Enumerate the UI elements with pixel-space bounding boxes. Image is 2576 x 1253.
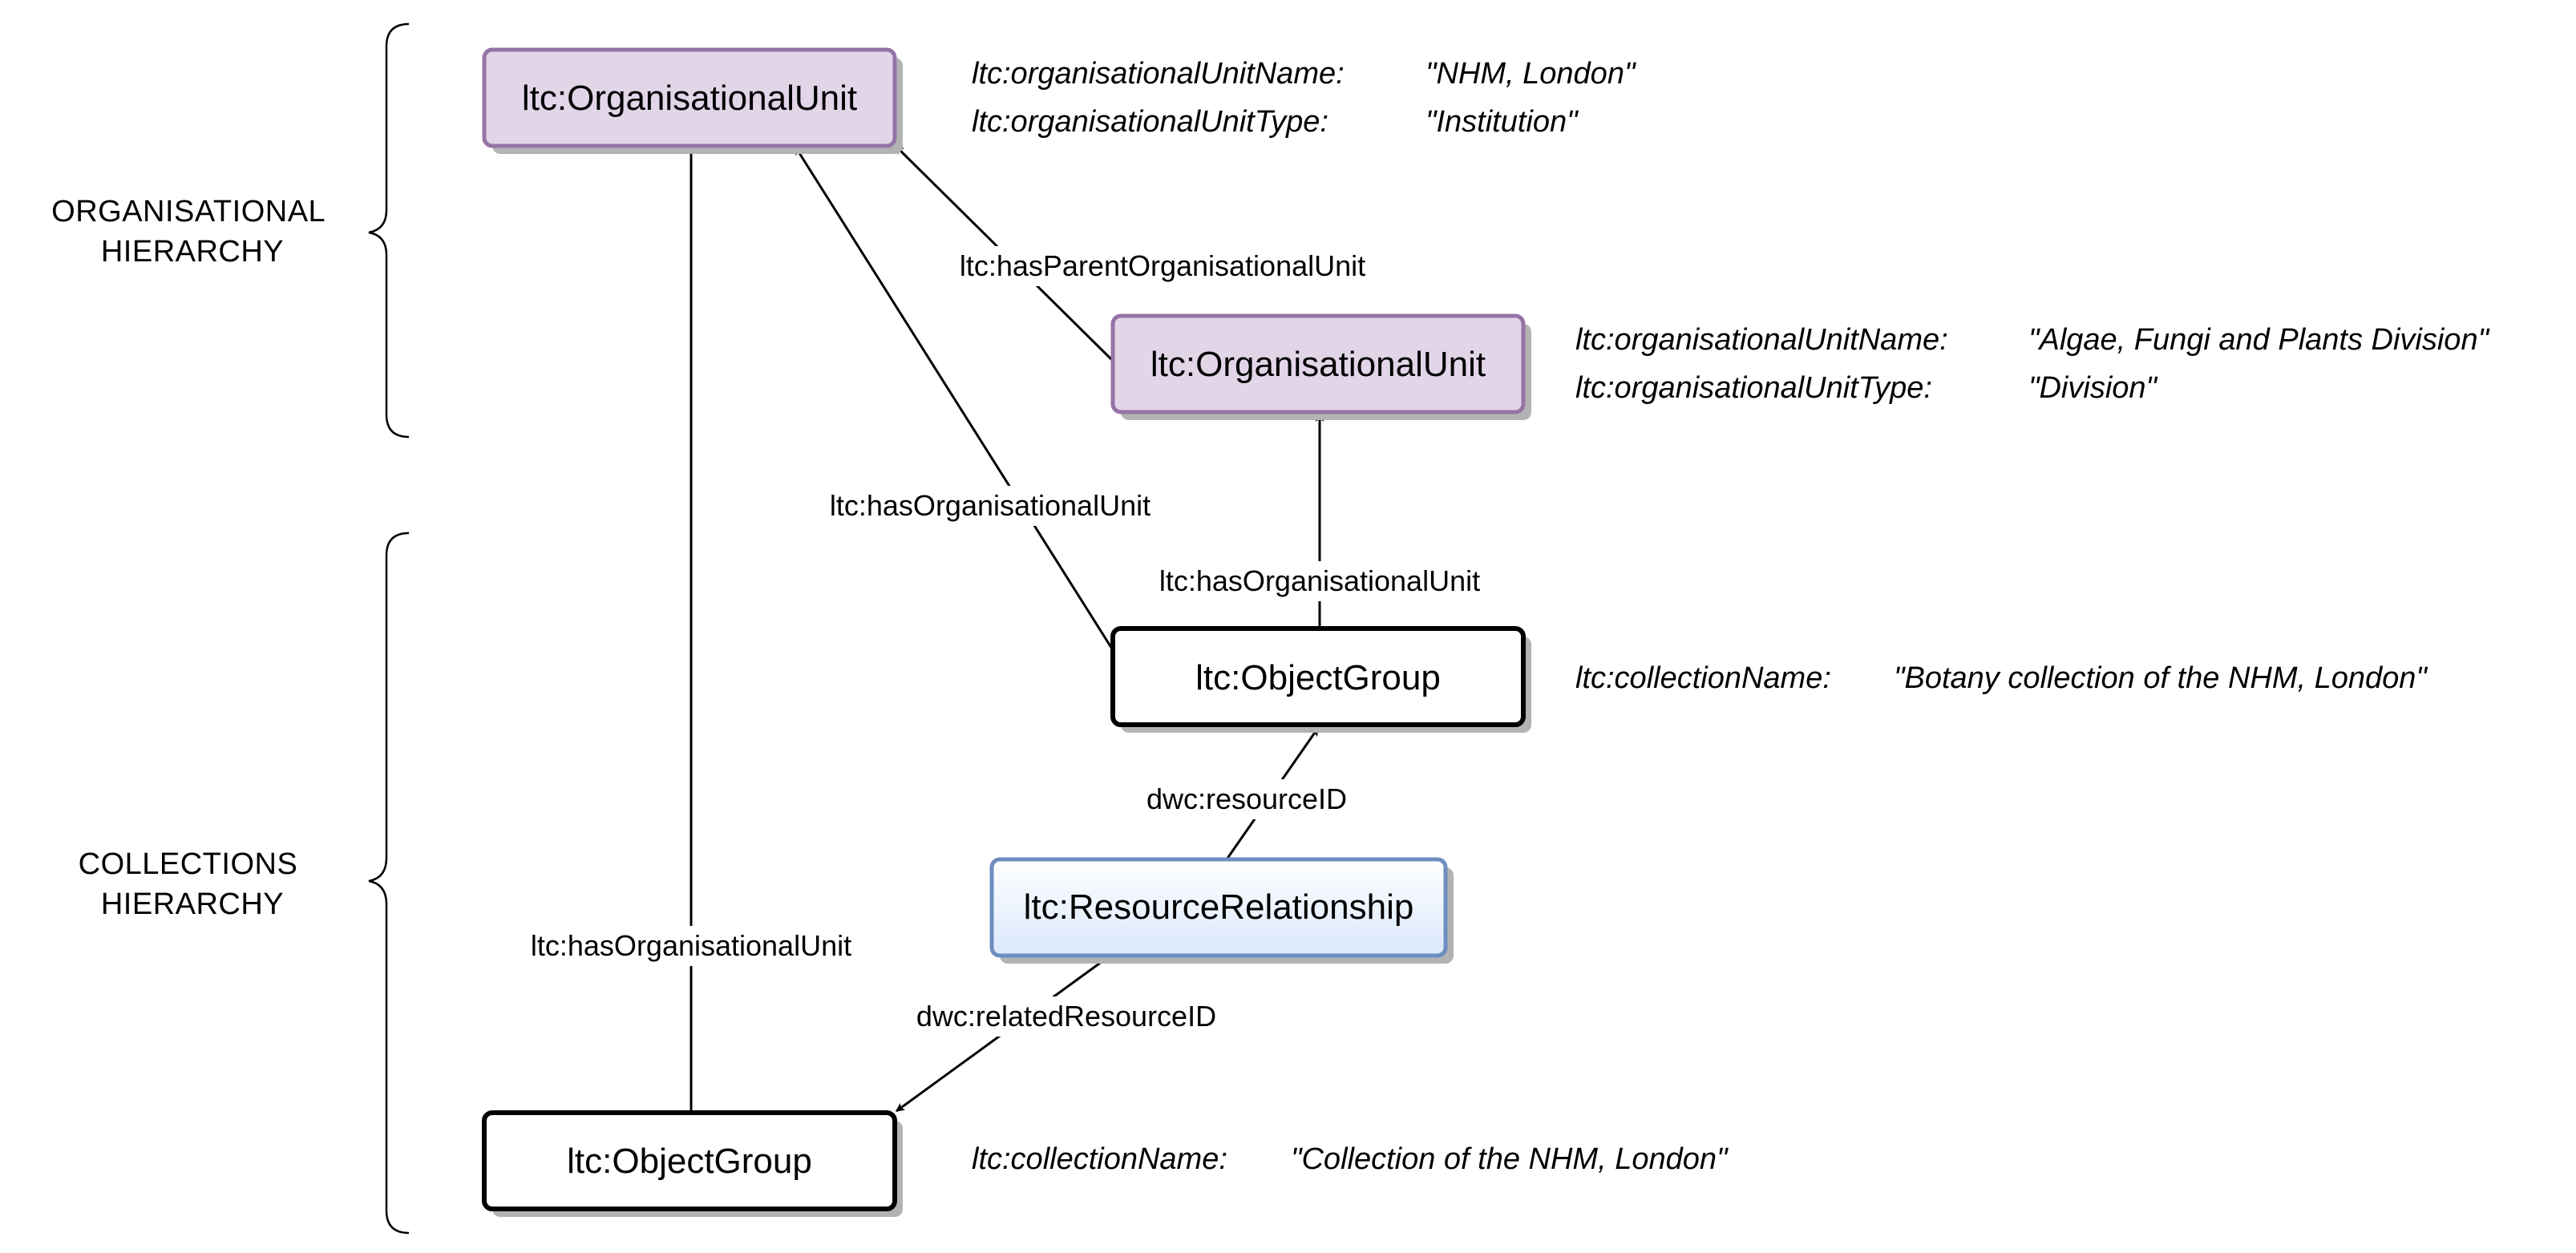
props-org-division: ltc:organisationalUnitName: "Algae, Fung… — [1575, 323, 2490, 405]
prop-key: ltc:organisationalUnitName: — [972, 57, 1345, 91]
edge-label: ltc:hasOrganisationalUnit — [830, 489, 1151, 522]
prop-key: ltc:collectionName: — [972, 1142, 1227, 1176]
prop-key: ltc:organisationalUnitType: — [1575, 371, 1932, 405]
props-org-institution: ltc:organisationalUnitName: "NHM, London… — [972, 57, 1636, 139]
prop-value: "Collection of the NHM, London" — [1291, 1142, 1729, 1176]
node-group-collection[interactable]: ltc:ObjectGroup — [482, 1110, 903, 1217]
prop-key: ltc:collectionName: — [1575, 661, 1831, 695]
prop-value: "Algae, Fungi and Plants Division" — [2028, 323, 2490, 357]
node-label: ltc:ObjectGroup — [567, 1142, 812, 1181]
edge-relationship-to-botany: dwc:resourceID — [1138, 727, 1355, 860]
organisational-hierarchy-label: ORGANISATIONAL HIERARCHY — [51, 195, 334, 269]
props-group-collection: ltc:collectionName: "Collection of the N… — [972, 1142, 1729, 1176]
edge-relationship-to-collection: dwc:relatedResourceID — [886, 956, 1216, 1113]
edge-label: dwc:resourceID — [1146, 782, 1347, 815]
edge-label: dwc:relatedResourceID — [916, 1000, 1216, 1033]
edge-label: ltc:hasOrganisationalUnit — [1159, 564, 1480, 597]
edge-botany-to-division: ltc:hasOrganisationalUnit — [1126, 412, 1513, 627]
props-group-botany: ltc:collectionName: "Botany collection o… — [1575, 661, 2428, 695]
edge-division-to-institution: ltc:hasParentOrganisationalUnit — [894, 144, 1403, 364]
prop-key: ltc:organisationalUnitType: — [972, 105, 1328, 139]
collections-hierarchy-label: COLLECTIONS HIERARCHY — [79, 847, 307, 921]
edge-botany-to-institution: ltc:hasOrganisationalUnit — [794, 146, 1183, 653]
organisational-hierarchy-brace — [368, 22, 410, 439]
node-org-division[interactable]: ltc:OrganisationalUnit — [1110, 313, 1531, 420]
collections-hierarchy-brace — [368, 532, 410, 1235]
node-resource-relationship[interactable]: ltc:ResourceRelationship — [989, 857, 1454, 964]
edge-collection-to-institution: ltc:hasOrganisationalUnit — [497, 144, 886, 1113]
prop-value: "Division" — [2028, 371, 2158, 405]
node-label: ltc:ObjectGroup — [1195, 658, 1441, 697]
node-label: ltc:ResourceRelationship — [1024, 887, 1414, 927]
node-group-botany[interactable]: ltc:ObjectGroup — [1110, 626, 1531, 733]
prop-value: "Institution" — [1425, 105, 1579, 139]
node-org-institution[interactable]: ltc:OrganisationalUnit — [482, 47, 903, 154]
node-label: ltc:OrganisationalUnit — [522, 79, 857, 118]
prop-value: "Botany collection of the NHM, London" — [1894, 661, 2428, 695]
edge-label: ltc:hasOrganisationalUnit — [531, 929, 851, 962]
node-label: ltc:OrganisationalUnit — [1151, 345, 1486, 384]
prop-value: "NHM, London" — [1425, 57, 1636, 91]
edge-label: ltc:hasParentOrganisationalUnit — [960, 249, 1365, 282]
prop-key: ltc:organisationalUnitName: — [1575, 323, 1948, 357]
